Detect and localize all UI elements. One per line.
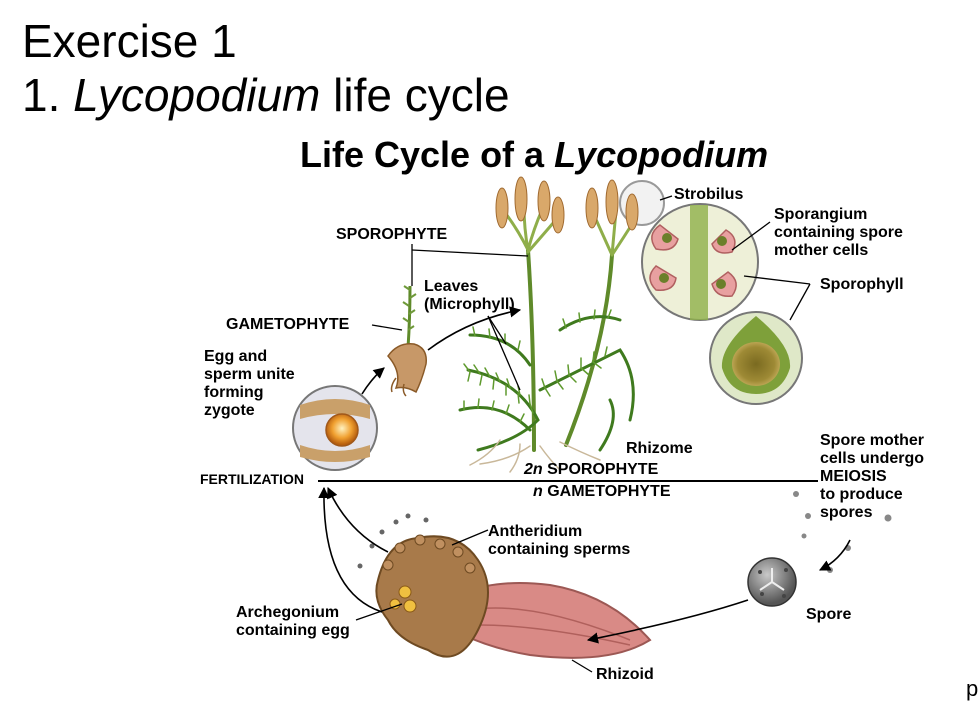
label-antheridium-line-2: containing sperms (488, 540, 631, 558)
label-meiosis-line-3: MEIOSIS (820, 467, 887, 485)
label-fertilization: FERTILIZATION (200, 471, 304, 487)
label-egg-sperm-line-3: forming (204, 383, 264, 401)
arrow-spore-to-gametophyte (586, 599, 749, 644)
label-2n: 2n (524, 461, 543, 478)
young-sporophyte-on-gametophyte (387, 285, 427, 397)
arrow-archegonium-to-fertilization (318, 486, 383, 613)
label-strobilus: Strobilus (674, 186, 744, 203)
label-spore: Spore (806, 606, 852, 623)
strobilus-magnified-view (641, 203, 759, 321)
label-leaves-line-1: Leaves (424, 278, 479, 295)
label-n-gametophyte: n GAMETOPHYTE (533, 483, 671, 501)
label-sporangium: Sporangium containing spore mother cells (774, 206, 903, 260)
label-sporangium-line-1: Sporangium (774, 206, 868, 223)
label-gametophyte: GAMETOPHYTE (226, 316, 350, 333)
sporophyll-magnified-view (709, 311, 803, 405)
label-meiosis-line-2: cells undergo (820, 449, 925, 467)
label-egg-sperm-line-1: Egg and (204, 348, 268, 365)
slide-title-line-2: 1. Lycopodium life cycle (22, 68, 510, 122)
label-antheridium-line-1: Antheridium (488, 523, 583, 540)
label-egg-sperm-line-2: sperm unite (204, 365, 295, 383)
label-leaves-line-2: (Microphyll) (424, 295, 515, 313)
label-egg-sperm: Egg and sperm unite forming zygote (204, 348, 295, 420)
label-egg-sperm-line-4: zygote (204, 401, 255, 419)
label-sporangium-line-2: containing spore (774, 223, 903, 241)
slide-title-genus: Lycopodium (73, 69, 321, 122)
arrow-gametophyte-to-sporophyte (427, 306, 522, 351)
slide-title-prefix: 1. (22, 69, 74, 122)
label-archegonium-line-1: Archegonium (236, 604, 340, 621)
spore-closeup (747, 557, 797, 607)
diagram-title: Life Cycle of a Lycopodium (300, 134, 768, 176)
sporophyte-plant (458, 176, 639, 473)
arrow-zygote-to-gametophyte (361, 367, 385, 395)
arrow-gametophyte-to-fertilization (327, 486, 389, 553)
zygote-magnified-view (292, 385, 378, 471)
slide-edge-text: p (966, 676, 979, 701)
label-rhizome: Rhizome (626, 440, 693, 457)
diagram-title-genus: Lycopodium (554, 134, 769, 175)
label-rhizoid: Rhizoid (596, 666, 654, 683)
arrow-spores-to-spore (818, 539, 851, 571)
slide-title: Exercise 1 1. Lycopodium life cycle (22, 14, 510, 123)
label-meiosis-line-1: Spore mother (820, 432, 925, 449)
label-leaves: Leaves (Microphyll) (424, 278, 515, 314)
leader-lines (355, 195, 811, 673)
label-sporangium-line-3: mother cells (774, 241, 869, 259)
label-archegonium-line-2: containing egg (236, 621, 350, 639)
label-meiosis-line-4: to produce (820, 485, 903, 503)
diagram-title-prefix: Life Cycle of a (300, 134, 555, 175)
label-antheridium: Antheridium containing sperms (488, 523, 630, 559)
label-2n-rest: SPOROPHYTE (542, 461, 659, 478)
slide-title-suffix: life cycle (320, 69, 510, 122)
label-sporophyte: SPOROPHYTE (336, 226, 448, 243)
label-n: n (533, 483, 543, 500)
label-archegonium: Archegonium containing egg (236, 604, 350, 640)
label-n-rest: GAMETOPHYTE (542, 483, 671, 500)
cycle-arrows (318, 306, 851, 644)
label-meiosis: Spore mother cells undergo MEIOSIS to pr… (820, 432, 924, 522)
label-meiosis-line-5: spores (820, 503, 873, 521)
slide-title-line-1: Exercise 1 (22, 15, 237, 67)
label-sporophyll: Sporophyll (820, 276, 904, 293)
label-2n-sporophyte: 2n SPOROPHYTE (524, 461, 658, 479)
